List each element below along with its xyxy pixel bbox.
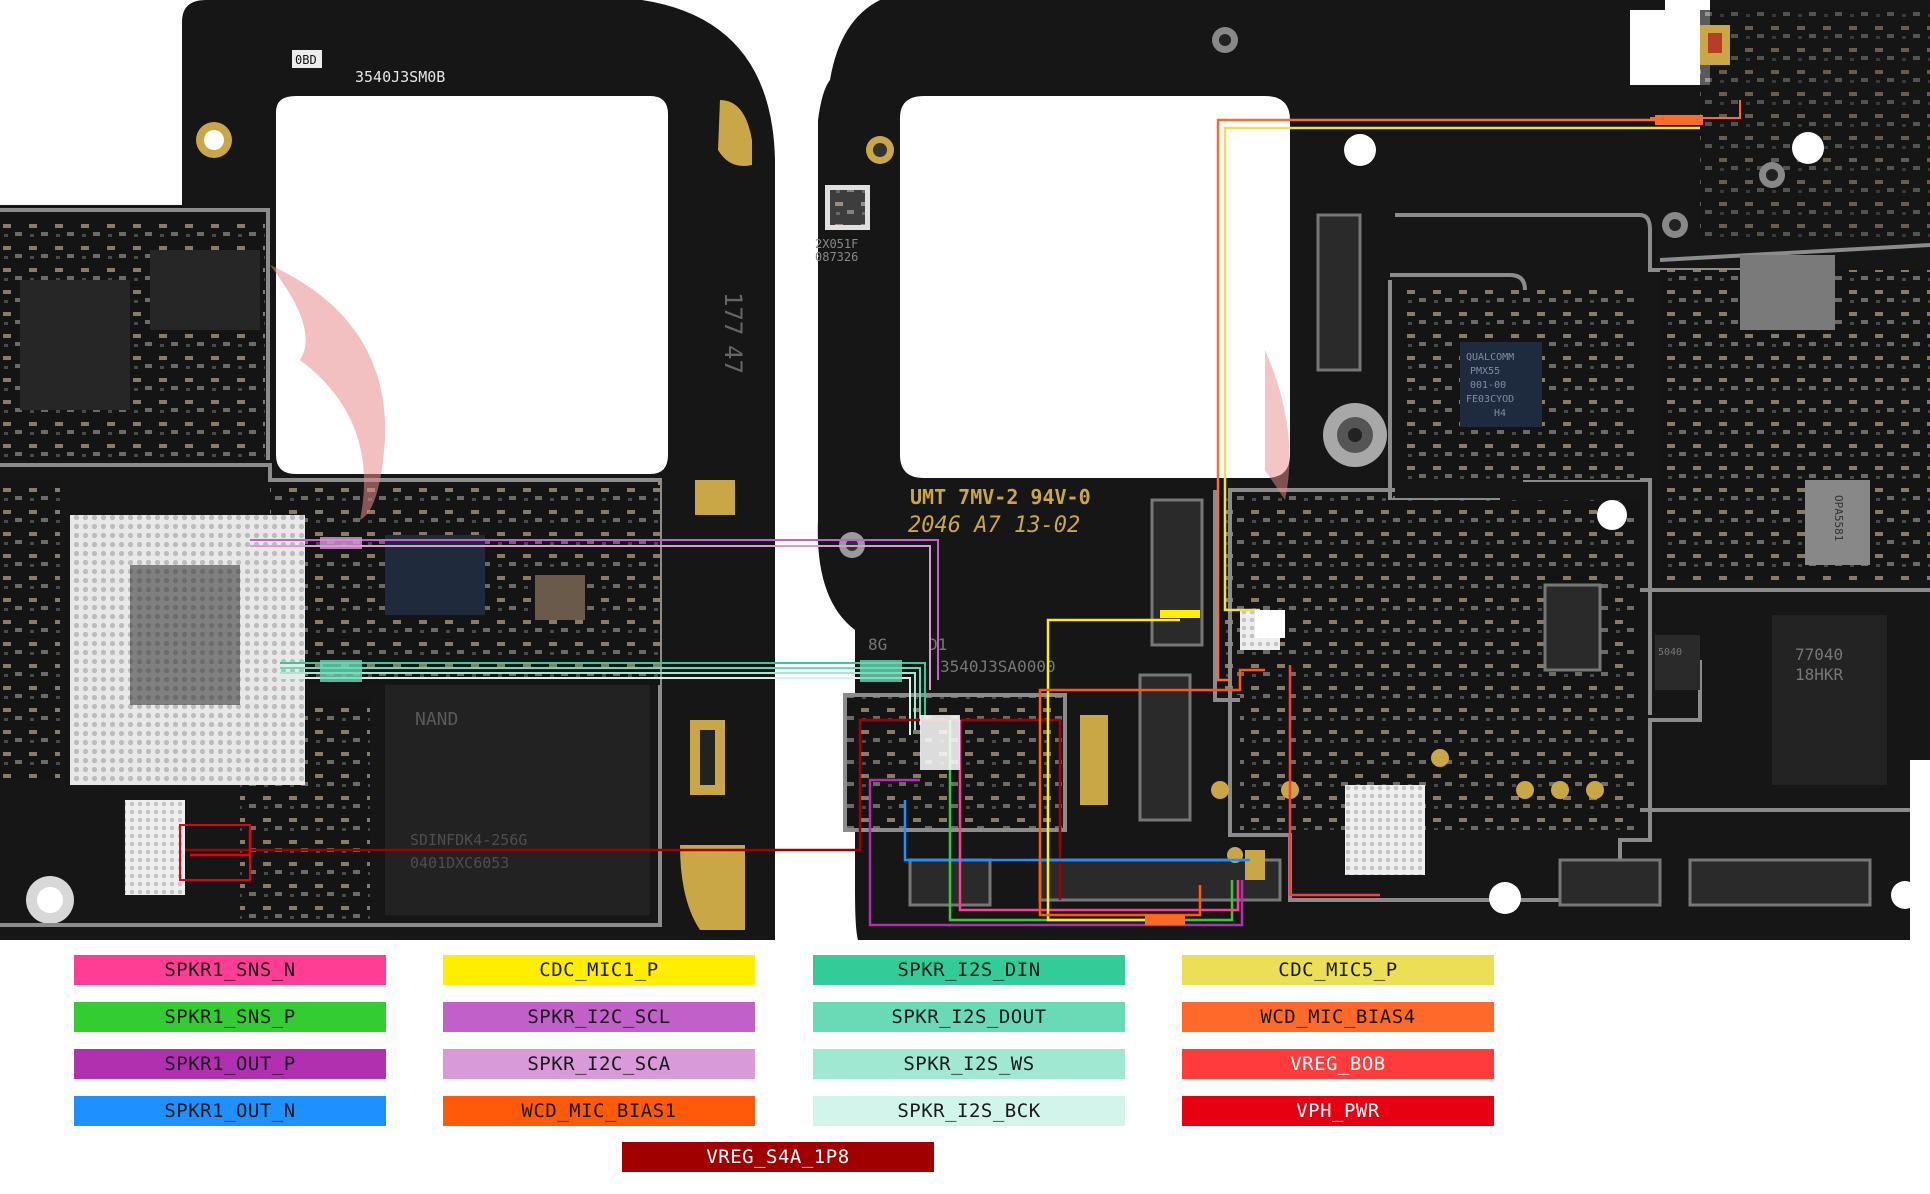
screw-hole: [1792, 132, 1824, 164]
legend-item-spkr-i2c-sca: SPKR_I2C_SCA: [443, 1049, 755, 1079]
legend-item-spkr1-out-n: SPKR1_OUT_N: [74, 1096, 386, 1126]
legend-item-spkr1-sns-p: SPKR1_SNS_P: [74, 1002, 386, 1032]
svg-text:PMX55: PMX55: [1470, 366, 1500, 377]
right-board: QUALCOMM PMX55 001-00 FE03CYOD H4 77040 …: [1211, 0, 1930, 940]
legend-item-vreg-bob: VREG_BOB: [1182, 1049, 1494, 1079]
legend-item-vph-pwr: VPH_PWR: [1182, 1096, 1494, 1126]
legend-item-cdc-mic1-p: CDC_MIC1_P: [443, 955, 755, 985]
svg-text:8G: 8G: [868, 635, 887, 654]
legend-item-spkr1-sns-n: SPKR1_SNS_N: [74, 955, 386, 985]
signal-traces: [179, 100, 1741, 927]
board-connector: [1038, 858, 1282, 902]
svg-text:47: 47: [719, 345, 747, 374]
legend-item-vreg-s4a-1p8: VREG_S4A_1P8: [622, 1142, 934, 1172]
legend-item-spkr-i2s-bck: SPKR_I2S_BCK: [813, 1096, 1125, 1126]
gold-pad: [718, 100, 752, 166]
svg-text:001-00: 001-00: [1470, 380, 1506, 391]
screw-hole: [1344, 134, 1376, 166]
board-connector: [1150, 498, 1204, 647]
svg-text:SDINFDK4-256G: SDINFDK4-256G: [410, 831, 527, 849]
svg-text:OPA5581: OPA5581: [1832, 495, 1845, 541]
svg-text:2X051F: 2X051F: [815, 237, 858, 251]
svg-text:77040: 77040: [1795, 645, 1843, 664]
screw-hole: [1597, 500, 1627, 530]
gold-pad: [1245, 850, 1265, 880]
svg-text:18HKR: 18HKR: [1795, 665, 1844, 684]
svg-text:5040: 5040: [1658, 647, 1682, 658]
legend-item-wcd-mic-bias1: WCD_MIC_BIAS1: [443, 1096, 755, 1126]
nand-chip: [385, 685, 650, 915]
svg-text:H4: H4: [1494, 408, 1506, 419]
legend-item-cdc-mic5-p: CDC_MIC5_P: [1182, 955, 1494, 985]
chip-77040: [1772, 615, 1887, 785]
left-board: NAND SDINFDK4-256G 0401DXC6053 3540J3SM0…: [0, 0, 775, 940]
board-connector: [1316, 213, 1362, 372]
small-bga: [125, 800, 185, 895]
legend-item-spkr1-out-p: SPKR1_OUT_P: [74, 1049, 386, 1079]
legend-item-spkr-i2c-scl: SPKR_I2C_SCL: [443, 1002, 755, 1032]
small-bga-right: [1345, 785, 1425, 875]
highlight-pads: [320, 115, 1703, 925]
watermark-swoosh: [1265, 350, 1290, 500]
screw-hole: [1489, 882, 1521, 914]
chip-opa5581: [1805, 480, 1870, 565]
gold-pad: [1080, 715, 1108, 805]
gold-pad: [680, 845, 745, 930]
watermark-swoosh: [270, 265, 386, 520]
board-connector: [1558, 858, 1662, 907]
middle-board-cutout: [900, 96, 1290, 478]
legend-item-spkr-i2s-din: SPKR_I2S_DIN: [813, 955, 1125, 985]
board-connector: [1138, 673, 1192, 822]
gold-pad: [695, 480, 735, 515]
svg-text:QUALCOMM: QUALCOMM: [1466, 352, 1514, 363]
svg-text:2046 A7 13-02: 2046 A7 13-02: [908, 513, 1080, 538]
left-board-cutout: [276, 96, 668, 474]
svg-text:NAND: NAND: [415, 709, 458, 730]
svg-text:3540J3SM0B: 3540J3SM0B: [355, 68, 445, 86]
svg-text:UMT 7MV-2 94V-0: UMT 7MV-2 94V-0: [910, 485, 1091, 509]
qualcomm-pmx55-chip: [1460, 342, 1542, 427]
pcb-board-diagram: NAND SDINFDK4-256G 0401DXC6053 3540J3SM0…: [0, 0, 1930, 940]
svg-text:FE03CYOD: FE03CYOD: [1466, 394, 1514, 405]
svg-text:087326: 087326: [815, 250, 858, 264]
legend-item-spkr-i2s-ws: SPKR_I2S_WS: [813, 1049, 1125, 1079]
svg-text:0401DXC6053: 0401DXC6053: [410, 854, 509, 872]
board-connector: [1543, 583, 1602, 672]
board-connector: [1688, 858, 1872, 907]
legend-item-spkr-i2s-dout: SPKR_I2S_DOUT: [813, 1002, 1125, 1032]
svg-text:177: 177: [719, 292, 747, 335]
legend-item-wcd-mic-bias4: WCD_MIC_BIAS4: [1182, 1002, 1494, 1032]
svg-text:0BD: 0BD: [295, 53, 317, 67]
svg-text:3540J3SA0000: 3540J3SA0000: [940, 657, 1056, 676]
